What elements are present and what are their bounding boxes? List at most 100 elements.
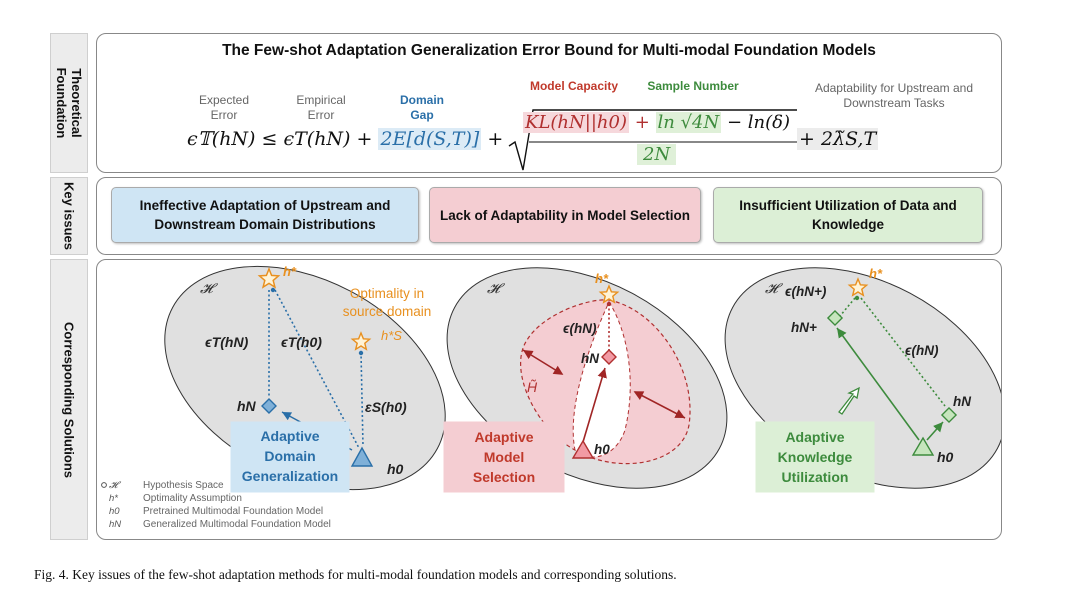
formula-domain-gap: 2E[d(S,T)] bbox=[378, 128, 482, 150]
formula-lhs: ϵ𝕋(hN) ≤ ϵT(hN) + 2E[d(S,T)] + bbox=[187, 128, 503, 150]
d2-h-star-label: h* bbox=[595, 271, 609, 286]
d1-eps-t-h0: ϵT(h0) bbox=[281, 334, 322, 350]
formula-sqrt bbox=[508, 109, 797, 171]
d1-h-star-label: h* bbox=[283, 264, 297, 279]
formula-plus: + bbox=[481, 128, 504, 150]
d3-h-star-icon bbox=[847, 277, 869, 297]
theory-title: The Few-shot Adaptation Generalization E… bbox=[222, 42, 876, 59]
label-model-capacity: Model Capacity bbox=[529, 79, 619, 93]
label-sample-number: Sample Number bbox=[647, 79, 739, 93]
formula-lhs-text: ϵ𝕋(hN) ≤ ϵT(hN) + bbox=[187, 128, 379, 150]
d1-h0-triangle-icon bbox=[350, 446, 374, 467]
formula-ln4n: ln √4N bbox=[655, 112, 722, 133]
figure-caption: Fig. 4. Key issues of the few-shot adapt… bbox=[34, 567, 677, 582]
formula-kl: KL(hN||h0) bbox=[523, 112, 629, 133]
d2-box-line3: Selection bbox=[473, 469, 535, 485]
legend-symbol-1: h* bbox=[109, 493, 118, 504]
issue-model-selection: Lack of Adaptability in Model Selection bbox=[429, 187, 701, 243]
d1-eps-s-h0: εS(h0) bbox=[365, 399, 407, 415]
d3-arrow-h0-hnplus bbox=[836, 327, 920, 441]
d3-h0-label: h0 bbox=[937, 449, 954, 465]
d3-hn-plus-label: hN+ bbox=[791, 320, 817, 335]
sidebar-solutions: Corresponding Solutions bbox=[50, 259, 88, 540]
d2-box-line2: Model bbox=[484, 449, 524, 465]
d3-box-line2: Knowledge bbox=[778, 449, 853, 465]
sidebar-solutions-label: Corresponding Solutions bbox=[61, 321, 77, 478]
formula-lambda-text: + 2λ̃S,T bbox=[797, 128, 879, 150]
legend-text-0: Hypothesis Space bbox=[143, 480, 224, 491]
d2-arrow-left bbox=[522, 349, 564, 375]
legend-symbol-0: 𝓗 bbox=[109, 480, 122, 491]
d1-line-hs bbox=[360, 351, 364, 447]
d2-hn-diamond-icon bbox=[601, 349, 617, 365]
sidebar-theory: Theoretical Foundation bbox=[50, 33, 88, 173]
d1-dot-hs bbox=[358, 350, 364, 356]
d1-hs-star-label: h*S bbox=[381, 328, 402, 343]
d1-h-star-icon bbox=[257, 267, 281, 289]
d2-eps-hn: ϵ(hN) bbox=[563, 321, 597, 336]
d3-hn-plus-square-icon bbox=[826, 309, 844, 327]
d2-h0-label: h0 bbox=[594, 442, 610, 457]
d2-h0-triangle-icon bbox=[571, 439, 595, 459]
d2-solution-box bbox=[443, 421, 565, 493]
legend-symbol-2: h0 bbox=[109, 506, 120, 517]
d1-optimality-line1: Optimality in bbox=[350, 286, 424, 301]
d1-hs-star-icon bbox=[350, 331, 372, 351]
d1-dot-star bbox=[270, 287, 276, 293]
d2-arrow-right bbox=[633, 391, 686, 419]
d3-arrow-h0-hn bbox=[926, 421, 944, 441]
d3-h-star-label: h* bbox=[869, 266, 883, 281]
solutions-diagram: 𝓗 h* Optimality in source domain h*S ϵT(… bbox=[101, 264, 1001, 530]
d3-h0-triangle-icon bbox=[911, 436, 935, 456]
d1-h0-label: h0 bbox=[387, 461, 404, 477]
issue-data-knowledge: Insufficient Utilization of Data and Kno… bbox=[713, 187, 983, 243]
d1-hn-diamond-icon bbox=[261, 398, 277, 414]
label-expected-error: Expected Error bbox=[198, 93, 250, 122]
label-adaptability: Adaptability for Upstream and Downstream… bbox=[814, 81, 974, 110]
d2-box-line1: Adaptive bbox=[474, 429, 533, 445]
issue-domain-distribution: Ineffective Adaptation of Upstream and D… bbox=[111, 187, 419, 243]
d1-box-line3: Generalization bbox=[242, 468, 338, 484]
d3-eps-hn: ϵ(hN) bbox=[905, 343, 939, 358]
issues-panel: Ineffective Adaptation of Upstream and D… bbox=[96, 177, 1002, 255]
d3-line-star-hnplus bbox=[839, 297, 856, 317]
formula-minus: − ln(δ) bbox=[721, 112, 791, 133]
d2-hn-label: hN bbox=[581, 351, 599, 366]
d3-hollow-arrow-icon bbox=[838, 386, 860, 415]
d1-hn-label: hN bbox=[237, 398, 257, 414]
formula-plus2: + bbox=[628, 112, 656, 133]
d2-h-tilde-label: H̃ bbox=[527, 379, 538, 395]
legend-text-3: Generalized Multimodal Foundation Model bbox=[143, 519, 331, 530]
sidebar-issues-label: Key issues bbox=[61, 182, 77, 250]
legend-symbol-3: hN bbox=[109, 519, 121, 530]
legend: 𝓗 Hypothesis Space h* Optimality Assumpt… bbox=[101, 480, 331, 530]
solutions-panel: 𝓗 h* Optimality in source domain h*S ϵT(… bbox=[96, 259, 1002, 540]
legend-ellipse-icon bbox=[101, 482, 107, 488]
d3-solution-box bbox=[755, 421, 875, 493]
d3-line-star-hn bbox=[860, 297, 946, 407]
d3-eps-hn-plus: ϵ(hN+) bbox=[785, 284, 827, 299]
d3-box-line3: Utilization bbox=[782, 469, 849, 485]
legend-text-2: Pretrained Multimodal Foundation Model bbox=[143, 506, 323, 517]
d1-eps-t-hn: ϵT(hN) bbox=[205, 334, 249, 350]
d2-h-star-icon bbox=[598, 284, 620, 304]
theory-panel: The Few-shot Adaptation Generalization E… bbox=[96, 33, 1002, 173]
d3-dot-star bbox=[854, 295, 860, 301]
d1-solution-box bbox=[230, 421, 350, 493]
d3-box-line1: Adaptive bbox=[785, 429, 844, 445]
d3-hn-square-icon bbox=[940, 406, 958, 424]
d3-hn-label: hN bbox=[953, 394, 971, 409]
d1-optimality-line2: source domain bbox=[343, 304, 432, 319]
sidebar-theory-label: Theoretical Foundation bbox=[54, 67, 84, 139]
formula-numerator: KL(hN||h0) + ln √4N − ln(δ) bbox=[523, 112, 790, 133]
sidebar-issues: Key issues bbox=[50, 177, 88, 255]
formula-lambda: + 2λ̃S,T bbox=[797, 128, 879, 150]
formula-denominator: 2N bbox=[637, 144, 677, 165]
d1-box-line1: Adaptive bbox=[260, 428, 319, 444]
label-domain-gap: Domain Gap bbox=[399, 93, 444, 122]
d2-arrow-h0-hn bbox=[582, 367, 607, 443]
legend-text-1: Optimality Assumption bbox=[143, 493, 242, 504]
d2-dot-star bbox=[606, 301, 612, 307]
label-empirical-error: Empirical Error bbox=[296, 93, 346, 122]
d1-box-line2: Domain bbox=[264, 448, 315, 464]
